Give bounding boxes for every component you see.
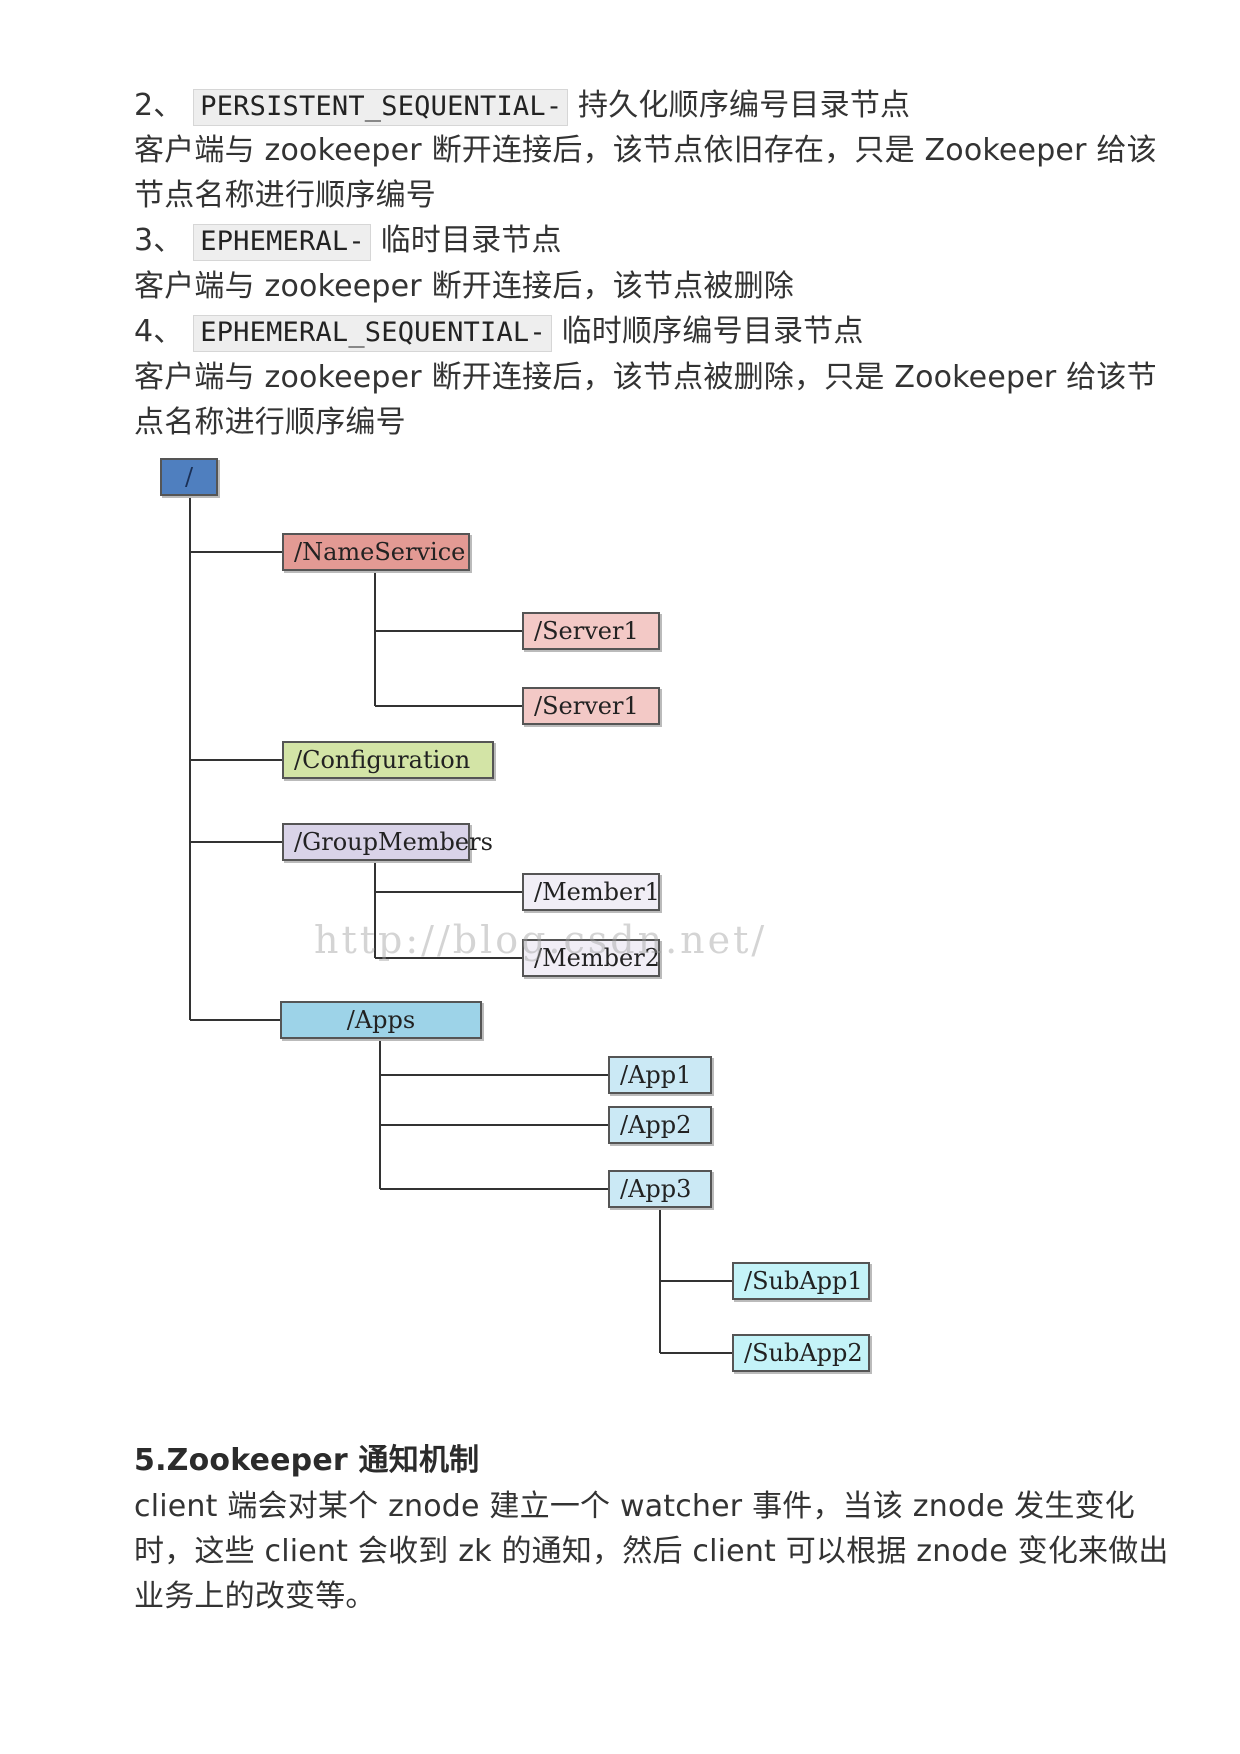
node-apps: /Apps	[280, 1001, 482, 1039]
node-app1: /App1	[608, 1056, 712, 1094]
node-server1: /Server1	[522, 612, 660, 650]
node-server1: /Server1	[522, 687, 660, 725]
section-heading: 5.Zookeeper 通知机制	[134, 1443, 480, 1478]
node-configuration: /Configuration	[282, 741, 494, 779]
paragraph-line: client 端会对某个 znode 建立一个 watcher 事件，当该 zn…	[134, 1489, 1135, 1524]
node-type-code: PERSISTENT_SEQUENTIAL-	[193, 89, 569, 126]
paragraph-line: 业务上的改变等。	[134, 1579, 376, 1614]
node-member2: /Member2	[522, 939, 660, 977]
watermark: http://blog.csdn.net/	[314, 918, 768, 962]
node-app3: /App3	[608, 1170, 712, 1208]
node-app2: /App2	[608, 1106, 712, 1144]
node-member1: /Member1	[522, 873, 660, 911]
item-title: 持久化顺序编号目录节点	[578, 88, 911, 123]
item-number: 4、	[134, 314, 184, 349]
node-groupmembers: /GroupMembers	[282, 823, 493, 861]
node-subapp2: /SubApp2	[732, 1334, 870, 1372]
paragraph-line: 客户端与 zookeeper 断开连接后，该节点被删除	[134, 269, 794, 304]
node-root: /	[160, 458, 218, 496]
paragraph-line: 时，这些 client 会收到 zk 的通知，然后 client 可以根据 zn…	[134, 1534, 1169, 1569]
item-number: 3、	[134, 223, 184, 258]
paragraph-line: 点名称进行顺序编号	[134, 405, 406, 440]
item-4-line: 4、 EPHEMERAL_SEQUENTIAL- 临时顺序编号目录节点	[134, 309, 864, 355]
item-2-line: 2、 PERSISTENT_SEQUENTIAL- 持久化顺序编号目录节点	[134, 83, 910, 129]
node-type-code: EPHEMERAL_SEQUENTIAL-	[193, 315, 552, 352]
paragraph-line: 客户端与 zookeeper 断开连接后，该节点依旧存在，只是 Zookeepe…	[134, 133, 1157, 168]
paragraph-line: 客户端与 zookeeper 断开连接后，该节点被删除，只是 Zookeeper…	[134, 360, 1157, 395]
item-title: 临时目录节点	[380, 223, 562, 258]
item-3-line: 3、 EPHEMERAL- 临时目录节点	[134, 218, 562, 264]
node-nameservice: /NameService	[282, 533, 470, 571]
node-subapp1: /SubApp1	[732, 1262, 870, 1300]
node-type-code: EPHEMERAL-	[193, 224, 371, 261]
item-title: 临时顺序编号目录节点	[561, 314, 864, 349]
item-number: 2、	[134, 88, 184, 123]
paragraph-line: 节点名称进行顺序编号	[134, 178, 436, 213]
